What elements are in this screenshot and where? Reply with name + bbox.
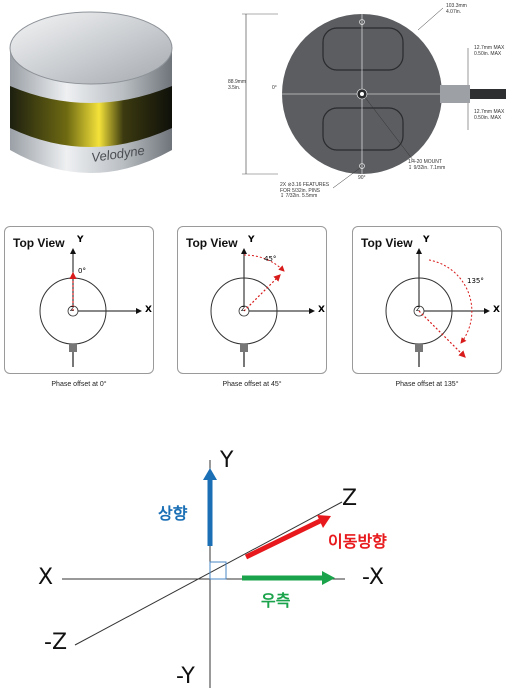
dim-height-label: 88.9mm 3.5in.: [228, 79, 247, 91]
y-axis-label: Y: [77, 235, 84, 245]
features-note: 2X ⊘3.16 FEATURES FOR 5/32in. PINS ↧ 7/3…: [280, 182, 330, 199]
phase-angle-label: 45°: [264, 255, 277, 263]
x-axis-label: X: [493, 305, 500, 315]
z-axis-label: Z: [70, 306, 75, 313]
mount-note: 1/4-20 MOUNT ↧ 9/32in. 7.1mm: [408, 159, 446, 171]
y-axis-label: Y: [248, 235, 255, 245]
y-axis-label: Y: [423, 235, 430, 245]
panel-caption-135: Phase offset at 135°: [395, 381, 459, 388]
dim-diameter-label: 103.3mm 4.07in.: [446, 3, 467, 15]
dim-top-right-label: 12.7mm MAX 0.50in. MAX: [474, 45, 505, 57]
panel-caption-45: Phase offset at 45°: [222, 381, 282, 388]
forward-direction-label: 이동방향: [328, 532, 387, 551]
up-direction-label: 상향: [158, 504, 188, 523]
brand-logo: Velodyne: [90, 143, 145, 165]
right-direction-label: 우측: [261, 591, 291, 610]
top-view-panel-0: Top View Y X Z 0°: [4, 226, 154, 374]
x-left-label: X: [38, 565, 54, 590]
panel-title: Top View: [13, 236, 65, 250]
x-axis-label: X: [318, 305, 325, 315]
x-axis-label: X: [145, 305, 152, 315]
y-pos-label: Y: [220, 448, 234, 473]
top-view-panel-45: Top View Y X Z 45°: [177, 226, 327, 374]
angle-0-label: 0°: [272, 85, 277, 91]
z-pos-label: Z: [342, 486, 358, 511]
x-right-label: -X: [362, 565, 384, 590]
z-axis-label: Z: [241, 306, 246, 313]
phase-angle-label: 0°: [78, 267, 86, 275]
panel-title: Top View: [361, 236, 413, 250]
lidar-sensor-photo: Velodyne: [0, 0, 185, 192]
dim-bottom-right-label: 12.7mm MAX 0.50in. MAX: [474, 109, 505, 121]
angle-90-label: 90°: [358, 175, 366, 181]
z-neg-label: -Z: [44, 630, 68, 655]
axes-3d-diagram: Y -Y X -X Z -Z 상향 이동방향 우측: [0, 440, 509, 689]
phase-angle-label: 135°: [467, 277, 484, 285]
top-view-panel-135: Top View Y X Z 135°: [352, 226, 502, 374]
y-neg-label: -Y: [176, 664, 195, 689]
sensor-technical-drawing: 103.3mm 4.07in. 88.9mm 3.5in. 12.7mm MAX…: [228, 0, 509, 205]
panel-title: Top View: [186, 236, 238, 250]
panel-caption-0: Phase offset at 0°: [51, 381, 107, 388]
z-axis-label: Z: [416, 306, 421, 313]
